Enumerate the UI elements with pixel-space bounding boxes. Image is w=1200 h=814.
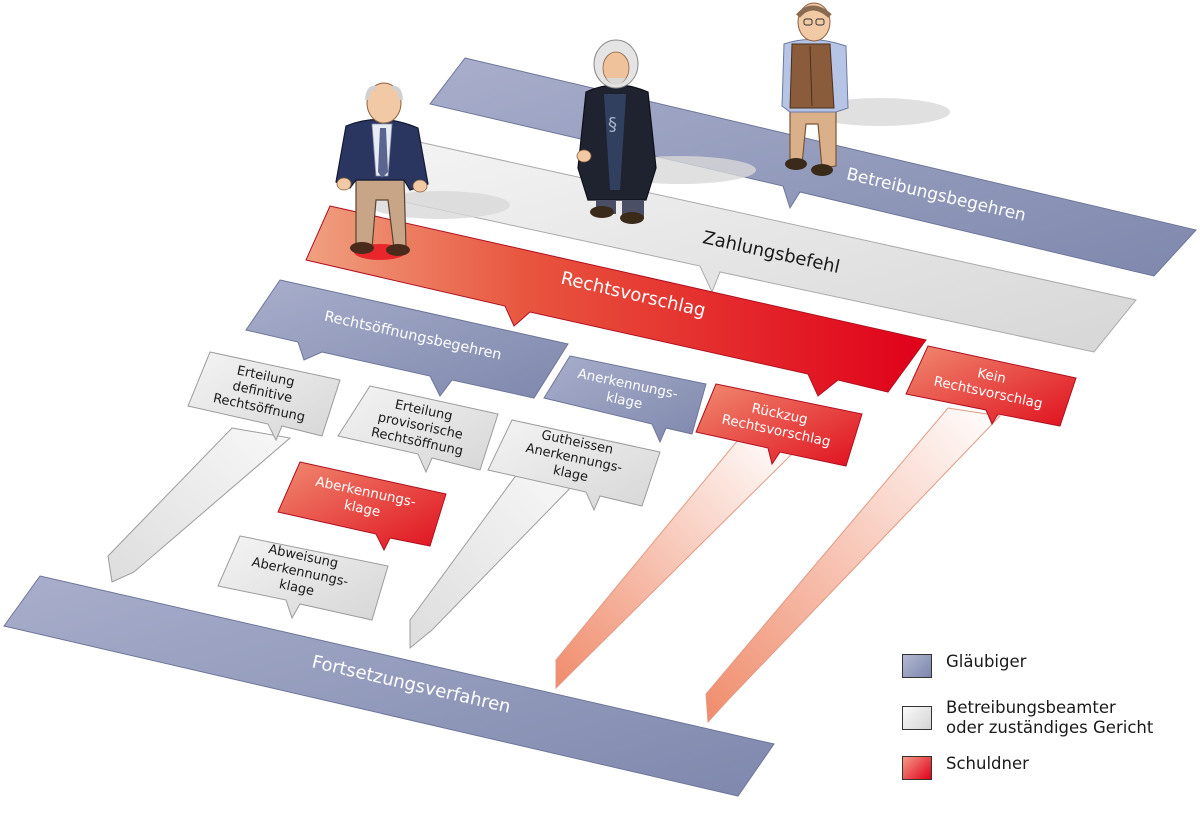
legend-swatch-schuldner xyxy=(902,756,932,780)
judge-figure: § xyxy=(576,39,756,224)
box-aberkennungsklage: Aberkennungs- klage xyxy=(277,461,447,552)
legend-item-schuldner: Schuldner xyxy=(902,754,1029,780)
box-aberkennungsklage-line-2: klage xyxy=(343,497,382,520)
box-anerkennungsklage-line-2: klage xyxy=(605,389,644,412)
banner-rechtsoeffnungsbegehren: Rechtsöffnungsbegehren xyxy=(245,279,569,399)
box-abweisung-aberkennungsklage: Abweisung Aberkennungs- klage xyxy=(217,535,389,621)
banner-fortsetzungsverfahren: Fortsetzungsverfahren xyxy=(3,575,775,797)
box-kein-line-1: Kein xyxy=(976,365,1007,387)
debtor-figure xyxy=(335,82,510,260)
creditor-figure xyxy=(781,2,950,176)
svg-text:§: § xyxy=(608,114,617,135)
legend-swatch-beamter xyxy=(902,706,932,730)
box-gutheissen-line-3: klage xyxy=(552,463,590,485)
legend-label-beamter: Betreibungsbeamter oder zuständiges Geri… xyxy=(946,698,1154,737)
legend-label-schuldner: Schuldner xyxy=(946,754,1029,773)
legend-label-glaeubiger: Gläubiger xyxy=(946,652,1027,671)
box-anerkennungsklage: Anerkennungs- klage xyxy=(543,355,707,444)
legend-swatch-glaeubiger xyxy=(902,654,932,678)
banner-rechtsvorschlag: Rechtsvorschlag xyxy=(305,205,927,397)
box-provisorische-rechtsoeffnung: Erteilung provisorische Rechtsöffnung xyxy=(337,385,499,474)
banner-zahlungsbefehl: Zahlungsbefehl xyxy=(394,139,1137,353)
legend-item-beamter: Betreibungsbeamter oder zuständiges Geri… xyxy=(902,698,1153,738)
box-definitive-rechtsoeffnung: Erteilung definitive Rechtsöffnung xyxy=(187,351,341,442)
box-kein-rechtsvorschlag: Kein Rechtsvorschlag xyxy=(905,345,1077,427)
box-rueckzug-rechtsvorschlag: Rückzug Rechtsvorschlag xyxy=(695,383,863,467)
legend-item-glaeubiger: Gläubiger xyxy=(902,652,1026,678)
box-abweisung-line-3: klage xyxy=(278,577,316,599)
arrow-tails xyxy=(107,407,1002,724)
